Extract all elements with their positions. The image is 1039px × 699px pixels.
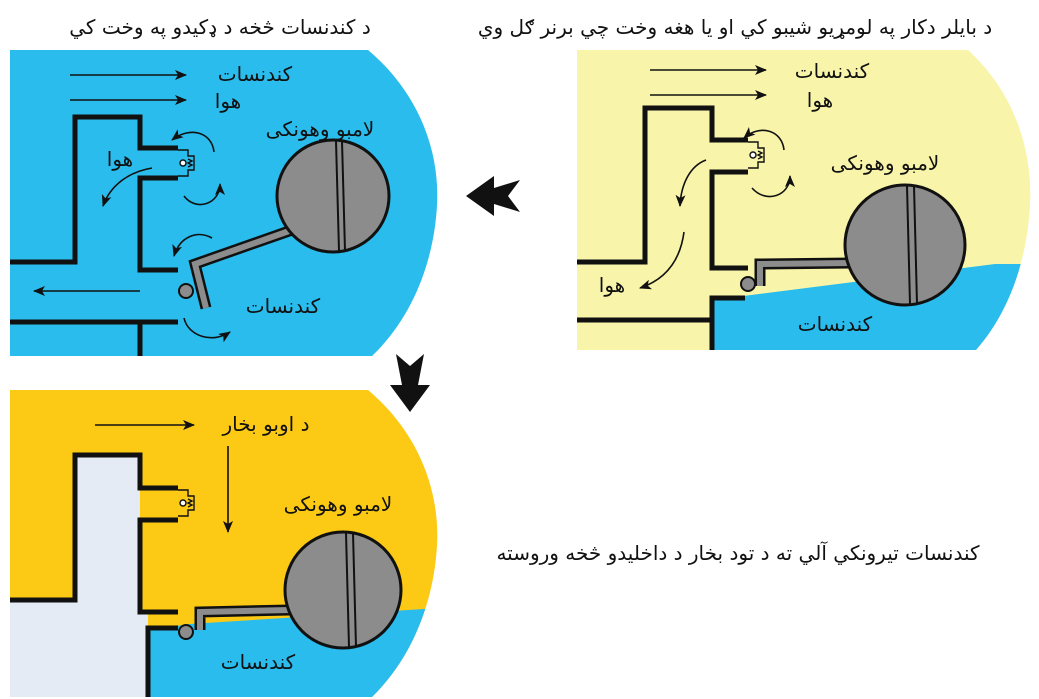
- valve-chamber-wall: [137, 517, 178, 615]
- float-label: لامبو وهونکی: [266, 117, 375, 141]
- float-ball: [283, 530, 403, 650]
- float-ball: [843, 183, 967, 307]
- air-label: هوا: [599, 273, 625, 297]
- float-lever: [191, 227, 293, 309]
- air-flow-label: هوا: [215, 89, 241, 113]
- outlet-pipe-interior: [10, 457, 148, 697]
- vent-swirl-arrow-top: [743, 126, 785, 151]
- float-ball: [275, 138, 391, 254]
- steam-state-caption: کندنسات تیرونکي آلي ته د تود بخار د داخل…: [496, 540, 980, 566]
- float-label: لامبو وهونکی: [831, 151, 940, 175]
- condensate-flow-label: کندنسات: [795, 59, 870, 83]
- outlet-wall: [145, 625, 178, 697]
- vent-swirl-arrow-top: [171, 129, 215, 153]
- float-label: لامبو وهونکی: [284, 492, 393, 516]
- air-vent-icon: [178, 149, 195, 177]
- steam-label: د اوبو بخار: [222, 412, 310, 436]
- condensate-label: کندنسات: [246, 294, 321, 318]
- air-flow-label: هوا: [807, 88, 833, 112]
- panel-filling-with-condensate: کندنسات هوا لامبو وهونکی هوا کندنسات: [10, 50, 438, 356]
- condensate-water: [712, 264, 1031, 350]
- float-lever: [757, 260, 853, 286]
- air-descent-arrow: [675, 159, 707, 207]
- lever-pivot: [740, 276, 756, 292]
- arrow-left-icon: [466, 176, 520, 216]
- arrow-down-icon: [390, 354, 430, 412]
- float-seam: [913, 185, 918, 305]
- vent-swirl-arrow-bottom: [751, 175, 795, 198]
- lever-pivot: [178, 624, 194, 640]
- inlet-column-wall: [10, 114, 178, 265]
- condensate-label: کندنسات: [798, 312, 873, 336]
- startup-state-title: د بایلر دکار په لومړیو شیبو کي او یا هغه…: [478, 15, 992, 40]
- trap-body-filling: [10, 50, 438, 356]
- float-seam: [906, 185, 911, 305]
- outlet-wall: [577, 295, 745, 350]
- inlet-column-wall: [577, 105, 748, 265]
- float-seam: [345, 532, 350, 648]
- float-seam: [352, 532, 357, 648]
- float-lever: [197, 607, 291, 630]
- air-escape-arrow: [101, 167, 153, 207]
- panel-steam-entering: د اوبو بخار لامبو وهونکی کندنسات: [10, 390, 438, 697]
- valve-chamber-wall: [137, 175, 178, 273]
- outlet-wall: [10, 319, 178, 356]
- float-seam: [335, 140, 340, 252]
- valve-swirl-arrow-bottom: [183, 317, 231, 343]
- condensate-flow-label: کندنسات: [218, 62, 293, 86]
- valve-chamber-wall: [709, 169, 748, 271]
- vent-swirl-arrow-bottom: [183, 183, 225, 206]
- float-seam: [341, 140, 346, 252]
- filling-state-title: د کندنسات څخه د ډکیدو په وخت کي: [69, 15, 370, 40]
- air-vent-icon: [748, 141, 765, 169]
- air-vent-icon: [178, 489, 195, 517]
- lever-pivot: [178, 283, 194, 299]
- air-escape-arrow: [639, 231, 685, 290]
- air-label: هوا: [107, 147, 133, 171]
- inlet-column-wall: [10, 452, 178, 603]
- valve-swirl-arrow-top: [172, 233, 213, 257]
- condensate-label: کندنسات: [221, 650, 296, 674]
- panel-startup: کندنسات هوا لامبو وهونکی هوا کندنسات: [577, 50, 1031, 350]
